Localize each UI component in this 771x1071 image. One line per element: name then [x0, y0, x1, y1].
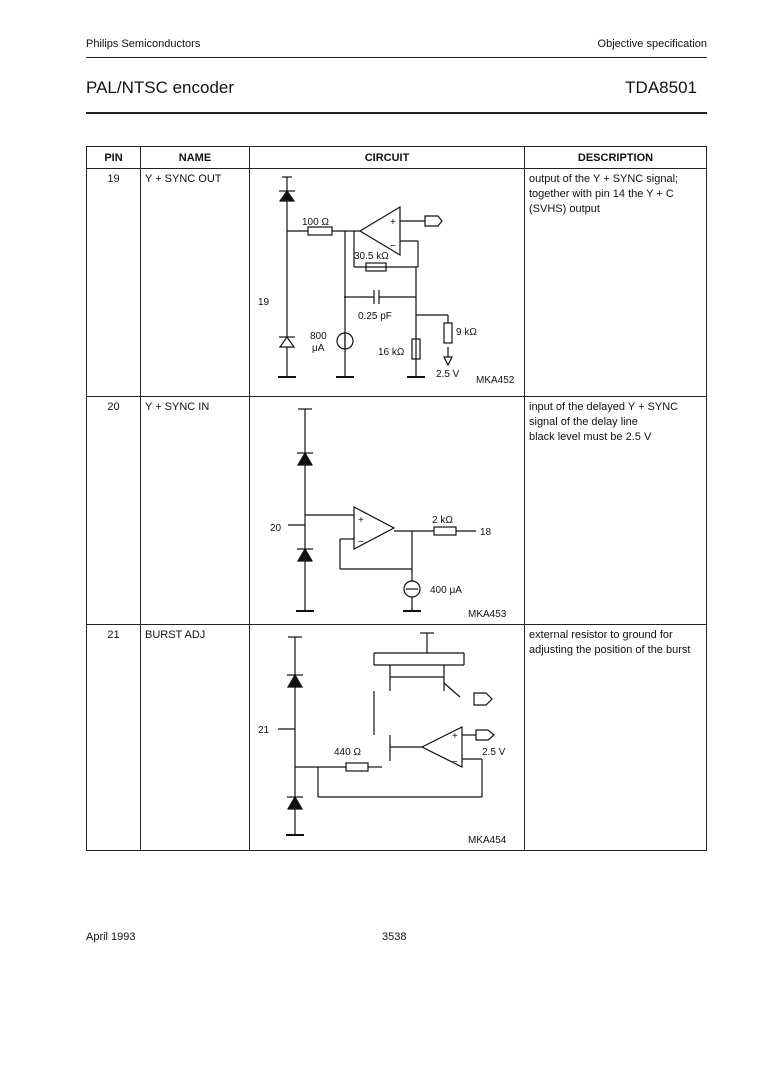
opamp-plus: + — [390, 217, 396, 228]
reference-voltage-label: 2.5 V — [482, 747, 506, 758]
pin-number: 21 — [107, 629, 120, 641]
opamp-minus: − — [390, 241, 396, 252]
description-line: black level must be 2.5 V — [529, 431, 652, 443]
circuit-diagram-20: 20 2 kΩ 18 400 μA MKA453 + − — [270, 408, 507, 620]
product-title: PAL/NTSC encoder — [86, 78, 235, 97]
circuit-diagram-19: 100 Ω 30.5 kΩ 0.25 pF 800 μA 16 kΩ 9 kΩ … — [258, 176, 515, 386]
resistor-label-440: 440 Ω — [334, 747, 361, 758]
table-header-row: PIN NAME CIRCUIT DESCRIPTION — [86, 146, 707, 169]
table-row: 21 BURST ADJ — [86, 624, 707, 851]
pin-number-cell: 20 — [86, 396, 141, 625]
pin-name: Y + SYNC OUT — [145, 173, 222, 185]
part-number: TDA8501 — [625, 78, 697, 97]
circuit-cell: 100 Ω 30.5 kΩ 0.25 pF 800 μA 16 kΩ 9 kΩ … — [249, 168, 525, 397]
table-row: 20 Y + SYNC IN 20 — [86, 396, 707, 625]
resistor-label-16k: 16 kΩ — [378, 347, 405, 358]
figure-code: MKA453 — [468, 609, 507, 620]
header-company: Philips Semiconductors — [86, 38, 201, 50]
col-header-circuit: CIRCUIT — [249, 146, 525, 169]
current-source-label: 400 μA — [430, 585, 462, 596]
pin-name-cell: Y + SYNC OUT — [140, 168, 250, 397]
circuit-cell: 20 2 kΩ 18 400 μA MKA453 + − — [249, 396, 525, 625]
resistor-label-100: 100 Ω — [302, 217, 329, 228]
pin-label: 19 — [258, 297, 270, 308]
description-line: (SVHS) output — [529, 203, 600, 215]
pin-label: 20 — [270, 523, 282, 534]
figure-code: MKA452 — [476, 375, 515, 386]
pin-name: BURST ADJ — [145, 629, 206, 641]
pin-table: PIN NAME CIRCUIT DESCRIPTION 19 Y + SYNC… — [86, 146, 707, 851]
description-line: signal of the delay line — [529, 416, 638, 428]
pin-number: 20 — [107, 401, 120, 413]
pin-name-cell: Y + SYNC IN — [140, 396, 250, 625]
pin-number: 19 — [107, 173, 120, 185]
col-header-description: DESCRIPTION — [524, 146, 707, 169]
col-header-name: NAME — [140, 146, 250, 169]
circuit-diagram-21: 21 440 Ω 2.5 V MKA454 + − — [258, 632, 507, 846]
figure-code: MKA454 — [468, 835, 507, 846]
pin-number-cell: 21 — [86, 624, 141, 851]
footer-date: April 1993 — [86, 931, 136, 943]
pin-label: 21 — [258, 725, 270, 736]
opamp-plus: + — [358, 515, 364, 526]
current-source-label: 800 — [310, 331, 327, 342]
resistor-label-9k: 9 kΩ — [456, 327, 477, 338]
opamp-minus: − — [358, 537, 364, 548]
title-rule — [86, 112, 707, 114]
description-line: adjusting the position of the burst — [529, 644, 691, 656]
description-line: input of the delayed Y + SYNC — [529, 401, 679, 413]
col-header-pin: PIN — [86, 146, 141, 169]
table-row: 19 Y + SYNC OUT — [86, 168, 707, 397]
opamp-plus: + — [452, 731, 458, 742]
description-cell: output of the Y + SYNC signal; together … — [524, 168, 707, 397]
description-cell: input of the delayed Y + SYNC signal of … — [524, 396, 707, 625]
description-cell: external resistor to ground for adjustin… — [524, 624, 707, 851]
resistor-label-2k: 2 kΩ — [432, 515, 453, 526]
pin-number-cell: 19 — [86, 168, 141, 397]
header-doc-type: Objective specification — [597, 38, 707, 50]
description-line: output of the Y + SYNC signal; — [529, 173, 679, 185]
pin-name-cell: BURST ADJ — [140, 624, 250, 851]
resistor-label-30k5: 30.5 kΩ — [354, 251, 389, 262]
description-line: together with pin 14 the Y + C — [529, 188, 674, 200]
opamp-minus: − — [452, 757, 458, 768]
pin-name: Y + SYNC IN — [145, 401, 210, 413]
circuit-cell: 21 440 Ω 2.5 V MKA454 + − — [249, 624, 525, 851]
capacitor-label: 0.25 pF — [358, 311, 392, 322]
reference-voltage-label: 2.5 V — [436, 369, 460, 380]
footer-page-number: 3538 — [382, 931, 407, 943]
output-pin-label: 18 — [480, 527, 492, 538]
description-line: external resistor to ground for — [529, 629, 673, 641]
current-source-unit: μA — [312, 343, 325, 354]
header-rule — [86, 57, 707, 58]
